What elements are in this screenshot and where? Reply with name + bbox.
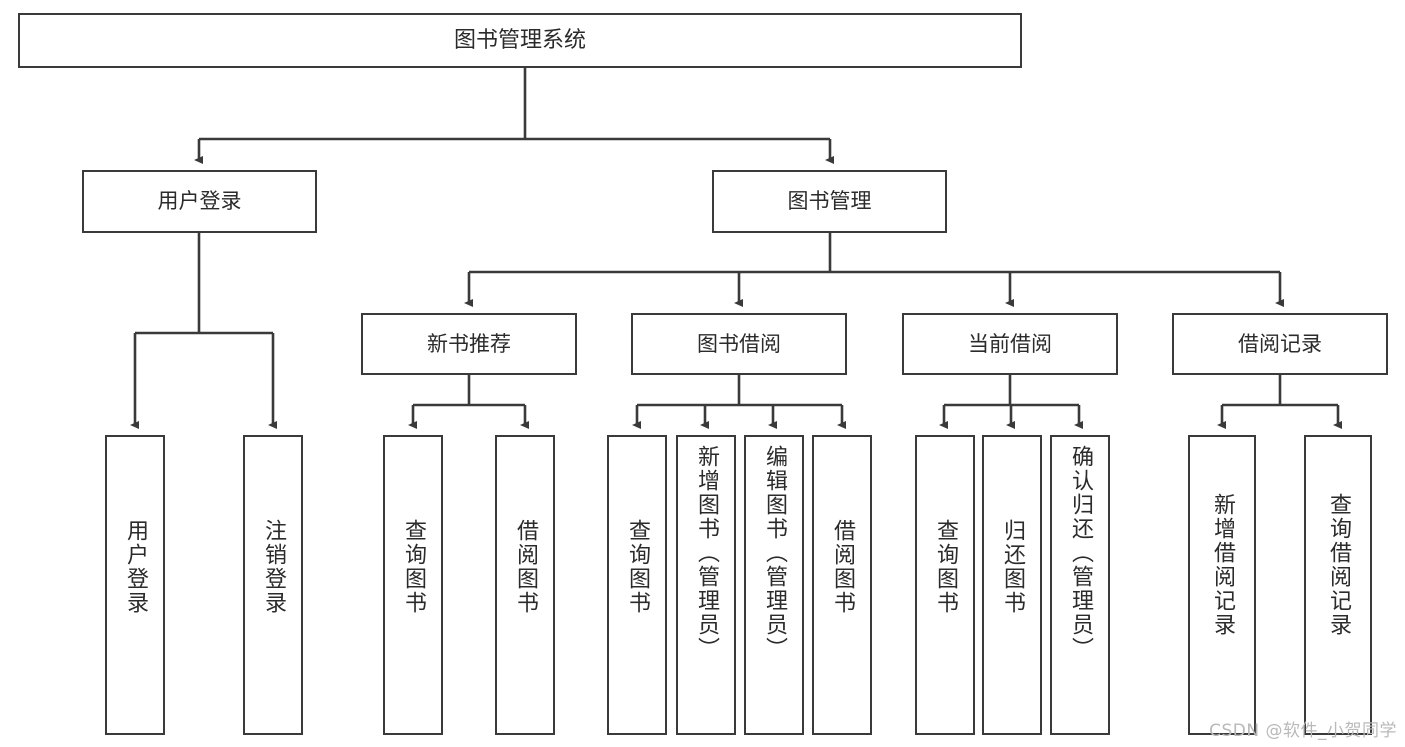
- node-label: 图书管理系统: [453, 27, 586, 53]
- node-book-borrow[interactable]: 图书借阅: [631, 313, 847, 375]
- leaf-user-login[interactable]: 用户登录: [105, 435, 165, 735]
- node-label: 编辑图书（管理员）: [762, 445, 787, 661]
- node-label: 图书借阅: [697, 331, 781, 356]
- node-new-book-recommend[interactable]: 新书推荐: [361, 313, 577, 375]
- node-label: 借阅图书: [830, 519, 855, 615]
- leaf-query-borrow-record[interactable]: 查询借阅记录: [1304, 435, 1372, 735]
- node-label: 当前借阅: [968, 331, 1052, 356]
- node-label: 借阅图书: [513, 519, 538, 615]
- node-label: 新增图书（管理员）: [694, 445, 719, 661]
- leaf-borrow-books[interactable]: 借阅图书: [812, 435, 872, 735]
- leaf-query-books-current[interactable]: 查询图书: [915, 435, 975, 735]
- leaf-confirm-return-admin[interactable]: 确认归还（管理员）: [1050, 435, 1110, 735]
- node-book-management[interactable]: 图书管理: [712, 170, 947, 233]
- leaf-return-books[interactable]: 归还图书: [982, 435, 1042, 735]
- leaf-edit-book-admin[interactable]: 编辑图书（管理员）: [744, 435, 804, 735]
- leaf-query-books-new-recommend[interactable]: 查询图书: [383, 435, 443, 735]
- csdn-watermark: CSDN @软件_小贺同学: [1209, 721, 1397, 741]
- node-label: 确认归还（管理员）: [1068, 445, 1093, 661]
- leaf-borrow-books-new-recommend[interactable]: 借阅图书: [495, 435, 555, 735]
- node-label: 查询图书: [625, 519, 650, 615]
- node-label: 借阅记录: [1238, 331, 1322, 356]
- node-label: 新增借阅记录: [1210, 493, 1235, 637]
- node-borrow-record[interactable]: 借阅记录: [1172, 313, 1388, 375]
- node-label: 归还图书: [1000, 519, 1025, 615]
- node-user-login[interactable]: 用户登录: [82, 170, 317, 233]
- node-label: 查询图书: [401, 519, 426, 615]
- node-root-library-management-system[interactable]: 图书管理系统: [18, 13, 1022, 68]
- node-current-borrow[interactable]: 当前借阅: [902, 313, 1118, 375]
- node-label: 用户登录: [123, 519, 148, 615]
- leaf-query-books-borrow[interactable]: 查询图书: [607, 435, 667, 735]
- node-label: 查询图书: [933, 519, 958, 615]
- leaf-add-borrow-record[interactable]: 新增借阅记录: [1188, 435, 1256, 735]
- leaf-logout[interactable]: 注销登录: [243, 435, 303, 735]
- node-label: 用户登录: [157, 189, 242, 214]
- node-label: 查询借阅记录: [1326, 493, 1351, 637]
- node-label: 图书管理: [787, 189, 872, 214]
- node-label: 新书推荐: [427, 331, 511, 356]
- node-label: 注销登录: [261, 519, 286, 615]
- leaf-add-book-admin[interactable]: 新增图书（管理员）: [676, 435, 736, 735]
